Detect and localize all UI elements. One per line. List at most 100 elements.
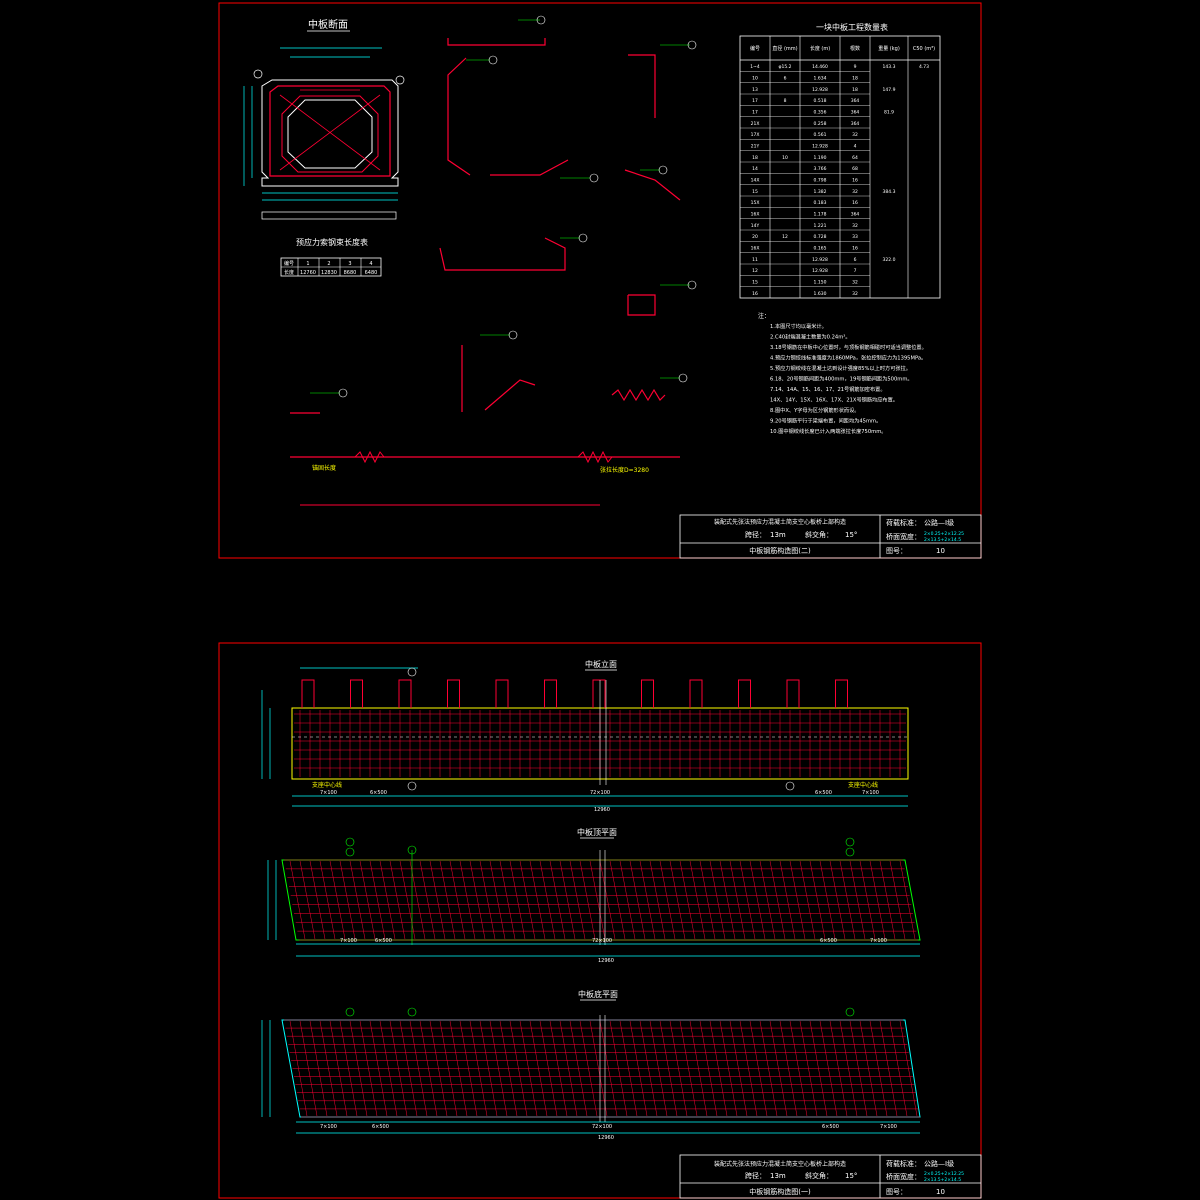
qty-cell-r4-c4: 81.9 — [884, 109, 894, 115]
rebar-shape-bend — [490, 159, 569, 176]
tb2-load-label: 荷载标准： — [886, 1159, 921, 1168]
qty-cell-r16-c2: 0.165 — [814, 245, 827, 251]
qty-cell-r3-c3: 364 — [851, 98, 860, 104]
qty-cell-r8-c2: 1.190 — [814, 155, 827, 161]
bottom-plan: 中板底平面 7×100 6×500 72×100 6×500 7×100 129… — [261, 989, 921, 1141]
bot-dim-seg-left: 6×500 — [372, 1124, 389, 1130]
notes-lines: 1.本图尺寸均以毫米计。2.C40封端混凝土数量为0.24m³。3.18号钢筋在… — [770, 322, 927, 435]
top-dim-seg-left: 6×500 — [375, 938, 392, 944]
qty-cell-r5-c0: 21X — [751, 121, 760, 127]
qty-cell-r0-c5: 4.73 — [919, 64, 929, 70]
qty-cell-r2-c3: 18 — [852, 87, 858, 93]
qty-cell-r19-c2: 1.150 — [814, 279, 827, 285]
tb1-drawing-name: 中板钢筋构造图(二) — [749, 546, 811, 555]
qty-cell-r0-c1: φ15.2 — [779, 64, 792, 70]
bot-dim-seg-right: 6×500 — [822, 1124, 839, 1130]
note-line-3: 3.18号钢筋在中板中心位置时，与顶板钢筋相碰时可适当调整位置。 — [770, 343, 927, 351]
strand-header-1: 1 — [306, 261, 309, 267]
tb2-skew-label: 斜交角： — [805, 1171, 833, 1180]
tb2-width-value-2: 2×13.5+2×14.5 — [924, 1177, 961, 1183]
qty-cell-r10-c2: 0.798 — [814, 177, 827, 183]
elevation-stirrup — [592, 679, 606, 708]
qty-cell-r19-c0: 15 — [752, 279, 758, 285]
rebar-shape-hook — [628, 54, 656, 118]
qty-cell-r3-c1: 8 — [784, 98, 787, 104]
elevation-stirrups — [301, 679, 848, 708]
top-plan-grid — [284, 859, 918, 941]
qty-cell-r17-c3: 6 — [854, 257, 857, 263]
tb1-width-value-2: 2×13.5+2×14.5 — [924, 537, 961, 543]
section-outline — [261, 79, 399, 187]
elevation-stirrup — [786, 679, 800, 708]
qty-cell-r1-c2: 1.634 — [814, 75, 827, 81]
elevation-title: 中板立面 — [585, 659, 617, 669]
notes-title: 注： — [758, 312, 770, 320]
bottom-plan-grid — [284, 1019, 920, 1118]
qty-table-title: 一块中板工程数量表 — [816, 22, 888, 32]
qty-cell-r0-c0: 1~4 — [750, 64, 760, 70]
qty-cell-r4-c2: 0.356 — [814, 109, 827, 115]
qty-cell-r12-c3: 16 — [852, 200, 858, 206]
rebar-shape-top — [447, 38, 546, 46]
strand-header-0: 编号 — [284, 260, 294, 267]
qty-cell-r20-c0: 16 — [752, 291, 758, 297]
strand-header-3: 3 — [348, 261, 351, 267]
title-block-1: 装配式先张法预应力混凝土简支空心板桥上部构造 跨径： 13m 斜交角： 15° … — [679, 514, 982, 559]
qty-cell-r12-c2: 0.183 — [814, 200, 827, 206]
qty-header-5: C50 (m³) — [913, 46, 935, 52]
qty-cell-r7-c0: 21Y — [751, 143, 760, 149]
elevation-stirrup — [689, 679, 703, 708]
qty-cell-r16-c0: 16X — [751, 245, 760, 251]
mid-slab-section: 中板断面 — [243, 18, 405, 220]
qty-cell-r7-c3: 4 — [854, 143, 857, 149]
tb1-skew-label: 斜交角： — [805, 530, 833, 539]
qty-cell-r11-c2: 1.382 — [814, 189, 827, 195]
qty-header-1: 直径 (mm) — [772, 45, 797, 52]
tb1-project: 装配式先张法预应力混凝土简支空心板桥上部构造 — [714, 518, 846, 526]
qty-cell-r15-c2: 0.728 — [814, 234, 827, 240]
rebar-shape-left — [447, 57, 471, 176]
tb1-span-value: 13m — [770, 531, 786, 539]
top-dim-end-right: 7×100 — [870, 938, 887, 944]
elevation-stirrup — [301, 679, 315, 708]
qty-cell-r9-c0: 14 — [752, 166, 758, 172]
qty-cell-r11-c0: 15 — [752, 189, 758, 195]
qty-cell-r5-c3: 364 — [851, 121, 860, 127]
qty-cell-r6-c0: 17X — [751, 132, 760, 138]
qty-cell-r15-c1: 12 — [782, 234, 788, 240]
strand-length-table: 预应力索钢束长度表 编号 1 2 3 4 长度 12760 12830 8680… — [280, 237, 382, 277]
qty-cell-r17-c4: 322.0 — [883, 257, 896, 263]
qty-cell-r5-c2: 0.258 — [814, 121, 827, 127]
sheet-2: 中板立面 支座中心线 支座中心线 7×100 6×500 72×100 6×50… — [218, 642, 982, 1199]
qty-cell-r4-c3: 364 — [851, 109, 860, 115]
bottom-plan-title: 中板底平面 — [578, 989, 618, 999]
tb1-width-label: 桥面宽度： — [886, 532, 921, 541]
qty-cell-r20-c2: 1.630 — [814, 291, 827, 297]
elevation-stirrup — [835, 679, 848, 708]
qty-cell-r0-c4: 143.3 — [883, 64, 896, 70]
top-plan-title: 中板顶平面 — [577, 827, 617, 837]
qty-cell-r20-c3: 32 — [852, 291, 858, 297]
note-line-7: 7.14、14A、15、16、17、21号钢筋加密布置。 — [770, 385, 886, 393]
tb1-width-value-1: 2×0.25+2×12.25 — [924, 531, 964, 537]
tb2-skew-value: 15° — [845, 1172, 857, 1180]
anchor-length-label: 锚固长度 — [312, 464, 336, 472]
qty-cell-r15-c3: 33 — [852, 234, 858, 240]
tb2-drawing-name: 中板钢筋构造图(一) — [749, 1187, 811, 1196]
elevation-stirrup — [738, 679, 751, 708]
rebar-shape-box — [627, 294, 656, 316]
note-line-6: 6.18、20号钢筋间距为400mm，19号钢筋间距为500mm。 — [770, 375, 913, 383]
qty-cell-r3-c0: 17 — [752, 98, 758, 104]
qty-cell-r9-c2: 3.766 — [814, 166, 827, 172]
top-plan: 中板顶平面 7×100 6×500 72×100 6×500 7×100 129… — [267, 827, 921, 964]
qty-cell-r16-c3: 16 — [852, 245, 858, 251]
elevation-stirrup — [398, 679, 412, 708]
elev-dim-seg-mid: 72×100 — [590, 790, 610, 796]
top-dim-total: 12960 — [598, 958, 614, 964]
qty-header-2: 长度 (m) — [810, 45, 830, 52]
strand-table-title: 预应力索钢束长度表 — [296, 237, 368, 247]
note-line-9: 8.图中X、Y字母为区分钢筋形状而设。 — [770, 406, 860, 414]
qty-cell-r19-c3: 32 — [852, 279, 858, 285]
qty-header-4: 重量 (kg) — [878, 45, 900, 52]
